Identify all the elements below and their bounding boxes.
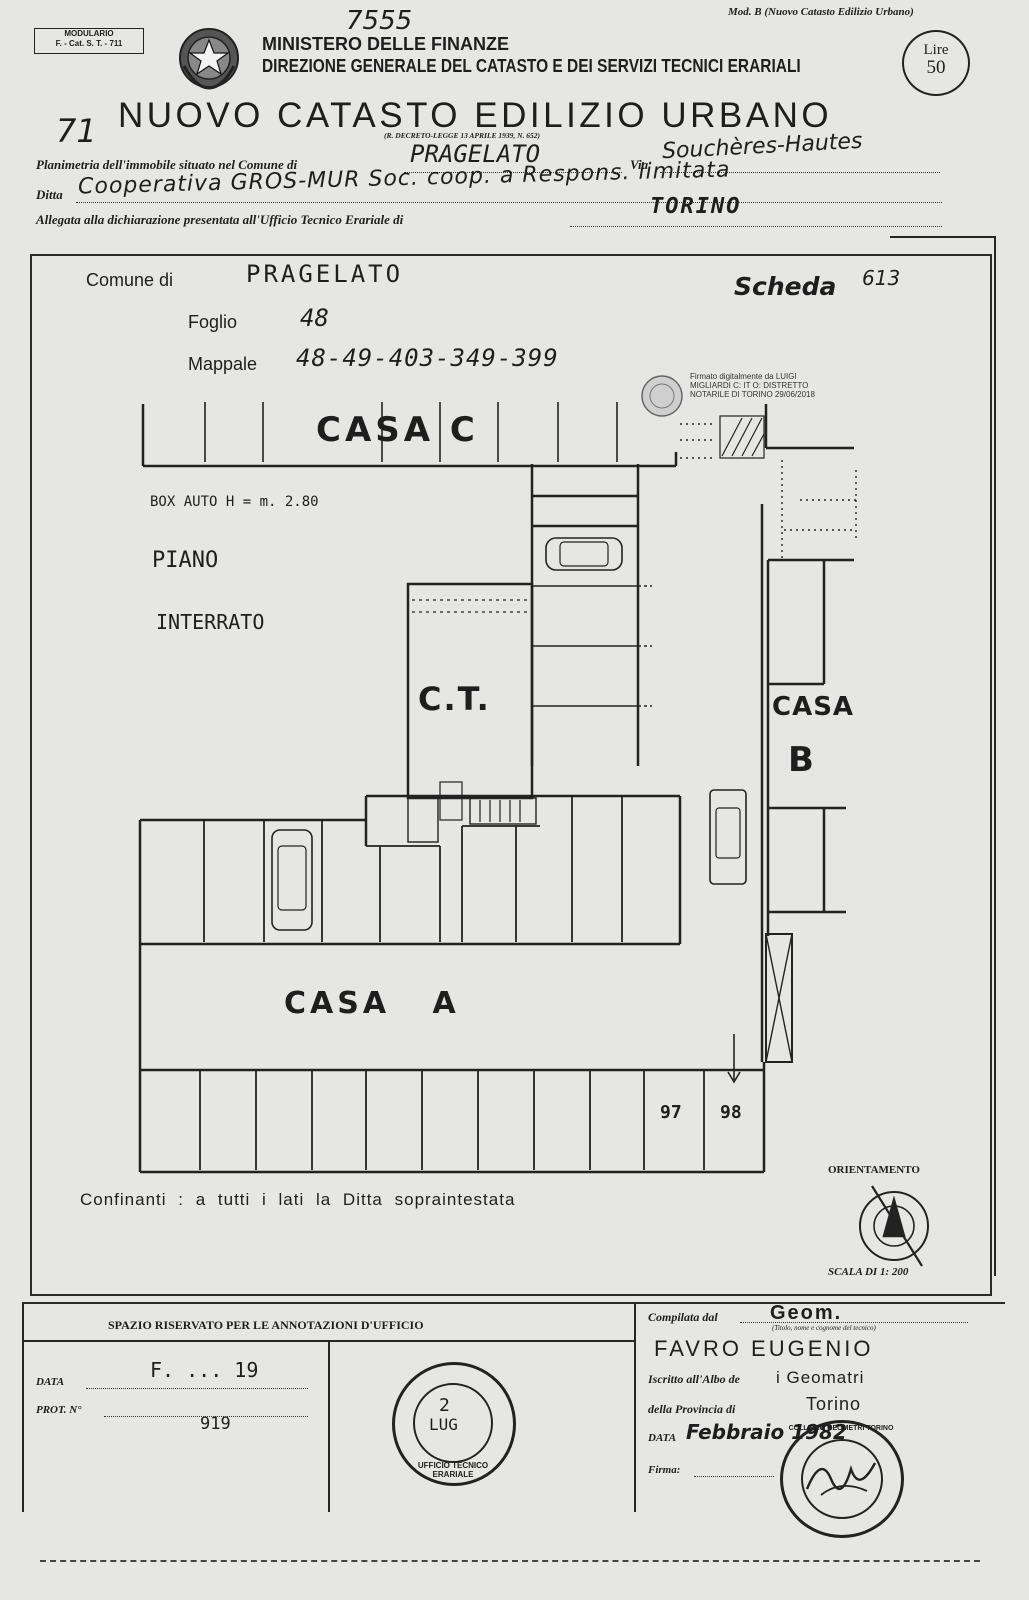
provincia-value: Torino — [806, 1394, 862, 1414]
ditta-label: Ditta — [36, 187, 63, 202]
direction-title: DIREZIONE GENERALE DEL CATASTO E DEI SER… — [262, 56, 801, 76]
side-number: 71 — [56, 112, 97, 150]
reserved-title: SPAZIO RISERVATO PER LE ANNOTAZIONI D'UF… — [108, 1318, 424, 1332]
main-title: NUOVO CATASTO EDILIZIO URBANO — [118, 96, 833, 135]
modulario-box: MODULARIO F. - Cat. S. T. - 711 — [34, 28, 144, 54]
bottom-section — [22, 1302, 1005, 1516]
signature-seal-icon — [641, 375, 683, 417]
lire-value: 50 — [926, 57, 946, 78]
digital-signature: Firmato digitalmente da LUIGI MIGLIARDI … — [690, 372, 815, 399]
compilata-label: Compilata dal — [648, 1310, 718, 1324]
compiler-stamp-inner — [801, 1439, 883, 1519]
signature-icon — [805, 1462, 877, 1496]
scheda-value: 613 — [862, 266, 901, 290]
ct-label: C.T. — [418, 680, 491, 718]
casa-b-label-2: B — [788, 740, 818, 780]
office-stamp-inner — [413, 1383, 493, 1463]
planimetria-label: Planimetria dell'immobile situato nel Co… — [36, 157, 298, 172]
modulario-line2: F. - Cat. S. T. - 711 — [55, 39, 123, 48]
office-stamp-text: UFFICIO TECNICO ERARIALE — [417, 1461, 489, 1479]
iscritto-label: Iscritto all'Albo de — [648, 1372, 741, 1386]
box-97-label: 97 — [660, 1102, 682, 1123]
albo-value: i Geomatri — [776, 1368, 865, 1387]
foglio-label: Foglio — [188, 312, 238, 332]
provincia-label: della Provincia di — [648, 1402, 736, 1416]
office-data-label: DATA — [36, 1376, 65, 1388]
plan-frame — [30, 254, 992, 1296]
compiler-stamp: COLLEGIO GEOMETRI TORINO — [780, 1420, 904, 1538]
office-stamp: 2 LUG UFFICIO TECNICO ERARIALE — [392, 1362, 516, 1486]
casa-b-label-1: CASA — [772, 692, 855, 722]
compiler-title: Geom. — [770, 1302, 843, 1324]
handwritten-number: 7555 — [346, 6, 413, 36]
foglio-value: 48 — [300, 304, 329, 332]
via-label: Via — [630, 157, 649, 172]
lire-label: Lire — [923, 42, 949, 58]
allegata-label: Allegata alla dichiarazione presentata a… — [36, 212, 404, 227]
ufficio-value: TORINO — [650, 194, 742, 219]
firma-label: Firma: — [648, 1464, 681, 1476]
stamp-day: 2 — [439, 1395, 450, 1416]
scheda-label: Scheda — [734, 272, 837, 301]
interrato-label: INTERRATO — [156, 610, 265, 634]
modulario-line1: MODULARIO — [64, 29, 114, 38]
compiler-name-hint: (Titolo, nome e cognome del tecnico) — [772, 1324, 876, 1332]
bottom-dashed-line — [40, 1560, 980, 1562]
piano-label: PIANO — [152, 548, 219, 573]
office-data-value: F. ... 19 — [150, 1358, 259, 1382]
compiler-name: FAVRO EUGENIO — [654, 1336, 874, 1361]
orientamento-label: ORIENTAMENTO — [828, 1164, 920, 1176]
plan-comune: PRAGELATO — [246, 260, 404, 288]
prot-value: 919 — [200, 1414, 231, 1434]
compiler-stamp-text: COLLEGIO GEOMETRI TORINO — [788, 1425, 894, 1432]
box-98-label: 98 — [720, 1102, 742, 1123]
scala-label: SCALA DI 1: 200 — [828, 1266, 909, 1278]
ministry-title: MINISTERO DELLE FINANZE — [262, 34, 509, 54]
casa-a-label: CASA A — [284, 986, 460, 1021]
mod-label: Mod. B (Nuovo Catasto Edilizio Urbano) — [728, 6, 914, 18]
decree-ref: (R. DECRETO-LEGGE 13 APRILE 1939, N. 652… — [384, 131, 541, 140]
plan-comune-label: Comune di — [86, 270, 174, 290]
comune-value: PRAGELATO — [410, 140, 541, 168]
lire-stamp: Lire 50 — [902, 30, 970, 96]
prot-label: PROT. N° — [36, 1404, 82, 1416]
confinanti-text: Confinanti : a tutti i lati la Ditta sop… — [80, 1190, 516, 1209]
box-auto-label: BOX AUTO H = m. 2.80 — [150, 494, 319, 510]
italian-emblem-icon — [179, 28, 239, 90]
stamp-month: LUG — [429, 1415, 458, 1434]
mappale-label: Mappale — [188, 354, 258, 374]
casa-c-label: CASA C — [316, 410, 479, 450]
floor-plan-drawing — [138, 402, 929, 1267]
compiler-data-label: DATA — [648, 1432, 677, 1444]
mappale-value: 48-49-403-349-399 — [296, 344, 559, 372]
